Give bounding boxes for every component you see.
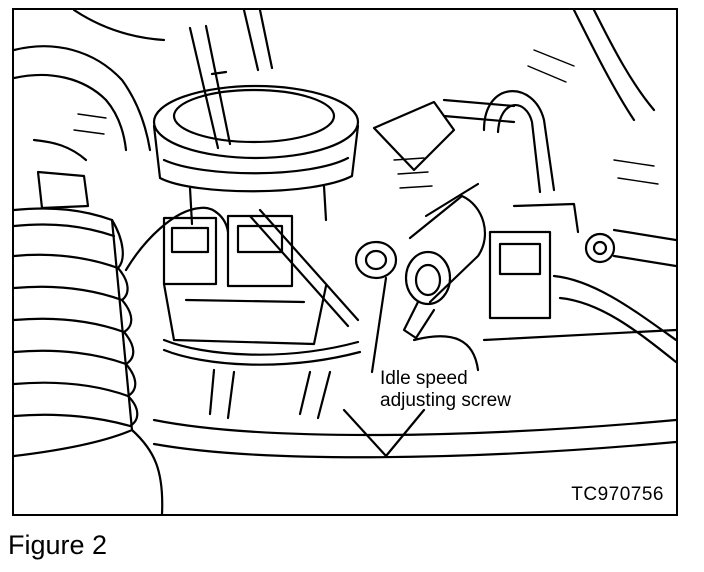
idle-speed-screw-assembly (354, 182, 487, 374)
detail-hatching (73, 49, 659, 189)
engine-illustration (14, 10, 676, 514)
callout-leader-line (370, 276, 388, 374)
figure-frame: Idle speed adjusting screw TC970756 (12, 8, 678, 516)
lower-right-hose (552, 228, 676, 364)
right-hose-loop (372, 10, 656, 194)
upper-left-hoses (14, 10, 166, 162)
wire-harness (124, 206, 362, 366)
throttle-rods (188, 10, 274, 150)
figure-caption: Figure 2 (8, 530, 108, 560)
right-connector (488, 202, 616, 320)
sensor-connectors (36, 170, 328, 346)
idle-speed-screw-label: Idle speed adjusting screw (380, 368, 511, 412)
lower-engine-block (152, 328, 676, 459)
drawing-code: TC970756 (571, 484, 664, 505)
callout-line-1: Idle speed (380, 368, 468, 389)
callout-line-2: adjusting screw (380, 390, 511, 411)
throttle-body (152, 84, 360, 226)
intake-hose (14, 207, 164, 514)
